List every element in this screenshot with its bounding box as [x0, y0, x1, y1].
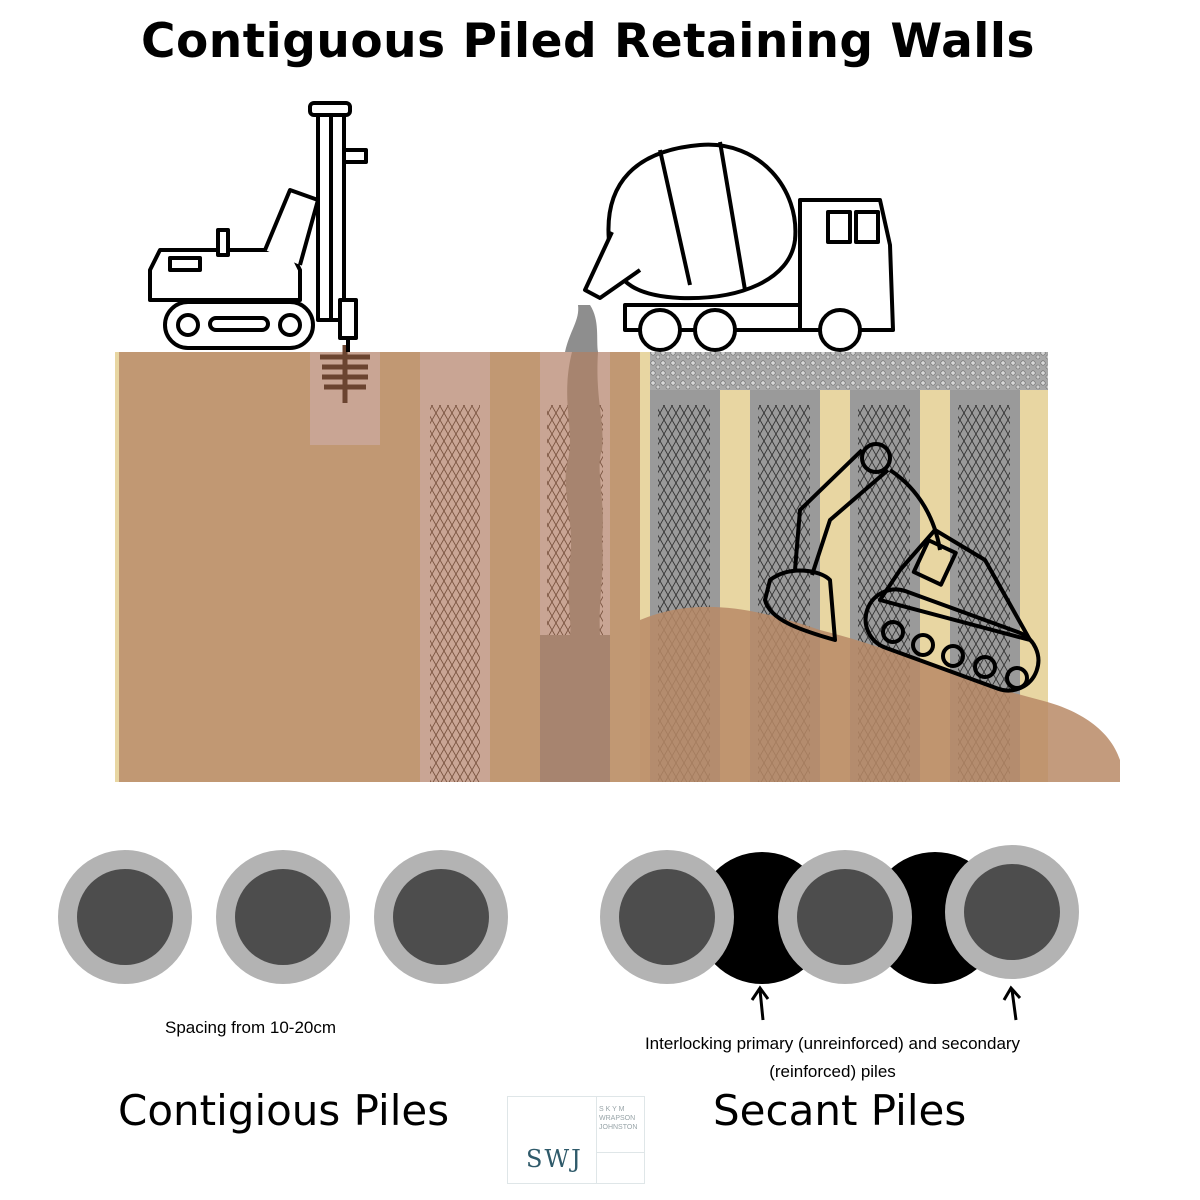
concrete-pour	[565, 352, 603, 635]
interlock-note: Interlocking primary (unreinforced) and …	[644, 1034, 1021, 1081]
contiguous-piles-plan	[58, 850, 508, 984]
pile-circle	[374, 850, 508, 984]
secondary-pile	[600, 850, 734, 984]
gravel-layer	[650, 352, 1048, 390]
page-title: Contiguous Piled Retaining Walls	[140, 14, 1036, 69]
rebar-cage	[430, 405, 480, 782]
swj-logo: SWJ S K Y M WRAPSON JOHNSTON	[507, 1096, 645, 1184]
excavator-icon	[763, 442, 1041, 693]
spacing-note: Spacing from 10-20cm	[165, 1018, 337, 1037]
pile-circle	[58, 850, 192, 984]
logo-line: S K Y M	[599, 1106, 625, 1113]
secant-piles-label: Secant Piles	[713, 1086, 967, 1135]
logo-main: SWJ	[526, 1145, 583, 1173]
spoil-mound	[640, 606, 1120, 782]
secant-piles-plan	[600, 845, 1079, 1021]
pile-circle	[216, 850, 350, 984]
logo-line: JOHNSTON	[599, 1124, 638, 1131]
contiguous-piles-label: Contigious Piles	[118, 1086, 450, 1135]
soil-cross-section	[115, 305, 640, 782]
secondary-pile	[945, 845, 1079, 979]
secondary-pile	[778, 850, 912, 984]
secant-wall-section	[640, 352, 1120, 782]
concrete-mixer-truck-icon	[583, 141, 895, 352]
concrete-fill	[540, 635, 610, 782]
arrow-icon	[750, 985, 770, 1021]
logo-line: WRAPSON	[599, 1115, 636, 1122]
piling-rig-icon	[148, 101, 368, 352]
auger-icon	[320, 345, 370, 403]
arrow-icon	[1002, 985, 1022, 1021]
